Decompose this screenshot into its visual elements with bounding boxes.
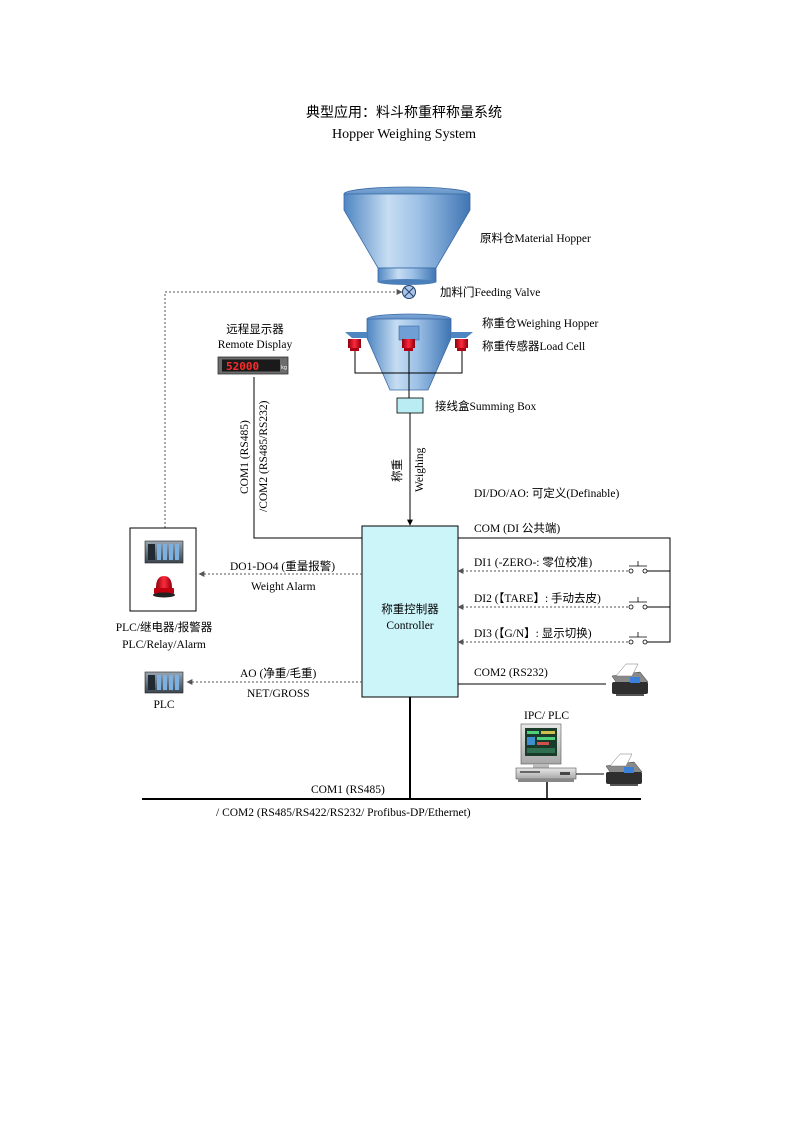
plc-label: PLC (153, 699, 175, 711)
display-digits: 52000 (226, 360, 259, 373)
load-cell-left (348, 339, 361, 351)
weight-alarm-label: Weight Alarm (251, 581, 316, 593)
printer-right-icon (611, 663, 649, 696)
material-hopper-label: 原料仓Material Hopper (480, 233, 591, 245)
controller-label-cn: 称重控制器 (381, 604, 439, 616)
ipc-plc-label: IPC/ PLC (524, 710, 570, 722)
do-label: DO1-DO4 (重量报警) (230, 561, 336, 573)
net-gross-label: NET/GROSS (247, 688, 310, 700)
remote-display-com1: COM1 (RS485) (239, 420, 251, 494)
display-unit: kg (281, 365, 287, 371)
alarm-beacon-icon (153, 576, 175, 598)
di1-label: DI1 (-ZERO-: 零位校准) (474, 557, 593, 569)
definable-label: DI/DO/AO: 可定义(Definable) (474, 488, 620, 500)
di3-label: DI3 (【G/N】: 显示切换) (474, 628, 592, 640)
load-cell-center (402, 339, 415, 351)
feeding-valve-graphic (402, 285, 416, 299)
title-cn: 典型应用：料斗称重秤称量系统 (306, 106, 502, 121)
di2-switch (457, 597, 648, 610)
remote-display-label-en: Remote Display (217, 339, 293, 351)
remote-display-com2: /COM2 (RS485/RS232) (258, 400, 270, 512)
com-di-label: COM (DI 公共端) (474, 523, 561, 535)
remote-display-graphic: 52000 kg (217, 356, 289, 375)
di2-label: DI2 (【TARE】: 手动去皮) (474, 593, 601, 605)
bus-com1-label: COM1 (RS485) (311, 784, 385, 796)
summing-box-graphic (396, 397, 424, 414)
controller-label-en: Controller (386, 620, 434, 632)
ipc-computer-icon (515, 723, 577, 782)
title-en: Hopper Weighing System (331, 127, 477, 142)
printer-ipc-icon (605, 753, 643, 786)
weighing-hopper-label: 称重仓Weighing Hopper (482, 318, 599, 330)
com2-rs232-label: COM2 (RS232) (474, 667, 548, 679)
weighing-label-cn: 称重 (392, 459, 404, 482)
plc-ao-icon (144, 671, 184, 694)
controller-box (361, 525, 459, 698)
load-cell-label: 称重传感器Load Cell (482, 341, 586, 353)
remote-display-label-cn: 远程显示器 (226, 324, 284, 336)
di3-switch (457, 632, 648, 645)
di1-switch (457, 561, 648, 574)
weighing-label-en: Weighing (414, 447, 426, 492)
plc-module-icon (144, 540, 184, 564)
summing-box-label: 接线盒Summing Box (435, 401, 537, 413)
plc-relay-label-cn: PLC/继电器/报警器 (115, 622, 213, 634)
bus-com2-label: / COM2 (RS485/RS422/RS232/ Profibus-DP/E… (216, 807, 471, 819)
plc-relay-alarm-box (129, 527, 197, 612)
material-hopper-graphic (343, 186, 471, 285)
feeding-valve-label: 加料门Feeding Valve (440, 287, 541, 299)
ao-label: AO (净重/毛重) (240, 668, 317, 680)
load-cell-right (455, 339, 468, 351)
plc-relay-label-en: PLC/Relay/Alarm (122, 639, 206, 651)
